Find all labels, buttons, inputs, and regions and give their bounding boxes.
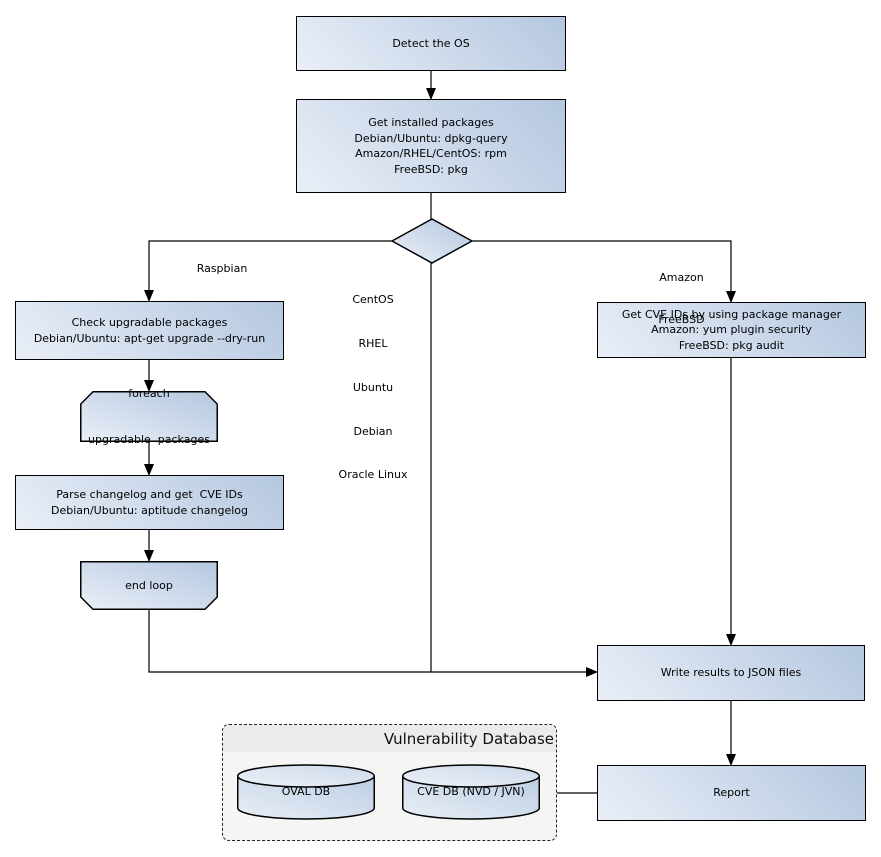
node-get-cve-ids: Get CVE IDs by using package manager Ama… <box>597 302 866 358</box>
node-line: Amazon/RHEL/CentOS: rpm <box>355 147 507 160</box>
node-foreach-loop: foreach upgradable packages <box>80 387 218 446</box>
node-parse-changelog: Parse changelog and get CVE IDs Debian/U… <box>15 475 284 530</box>
edge-endloop-to-write <box>148 610 598 677</box>
node-line: FreeBSD: pkg <box>394 162 468 176</box>
node-detect-os-label: Detect the OS <box>392 36 470 50</box>
node-line: Check upgradable packages <box>71 316 228 329</box>
loop-end-shape <box>80 561 218 610</box>
node-line: Get installed packages <box>368 116 494 129</box>
node-report: Report <box>597 765 866 821</box>
node-line: Amazon: yum plugin security <box>651 323 812 337</box>
node-end-loop: end loop <box>80 561 218 610</box>
edge-label-middle-branch: CentOS RHEL Ubuntu Debian Oracle Linux <box>338 293 408 482</box>
cylinder-oval-db-label: OVAL DB <box>281 785 331 798</box>
node-get-installed-packages: Get installed packages Debian/Ubuntu: dp… <box>296 99 566 193</box>
node-report-label: Report <box>713 786 750 800</box>
node-line: Debian/Ubuntu: aptitude changelog <box>50 503 249 517</box>
database-cylinder-shape <box>237 764 375 820</box>
edge-label-right-branch: Amazon FreeBSD <box>658 271 705 326</box>
node-check-upgradable: Check upgradable packages Debian/Ubuntu:… <box>15 301 284 360</box>
node-write-results-label: Write results to JSON files <box>660 666 802 680</box>
os-decision-diamond <box>391 218 473 264</box>
node-line: FreeBSD: pkg audit <box>678 338 785 352</box>
node-write-results: Write results to JSON files <box>597 645 865 701</box>
node-detect-os: Detect the OS <box>296 16 566 71</box>
node-line: Get CVE IDs by using package manager <box>621 307 842 321</box>
cylinder-oval-db: OVAL DB <box>237 764 375 821</box>
edge-label-raspbian: Raspbian <box>196 262 248 275</box>
database-cylinder-shape <box>402 764 540 820</box>
node-foreach-label: foreach upgradable packages <box>88 386 210 447</box>
node-line: Parse changelog and get CVE IDs <box>56 488 243 501</box>
node-line: Debian/Ubuntu: dpkg-query <box>354 131 508 145</box>
node-end-loop-label: end loop <box>125 578 173 592</box>
cylinder-cve-db: CVE DB (NVD / JVN) <box>402 764 540 821</box>
vulnerability-database-title: Vulnerability Database <box>223 725 556 752</box>
cylinder-cve-db-label: CVE DB (NVD / JVN) <box>417 785 525 798</box>
node-line: Debian/Ubuntu: apt-get upgrade --dry-run <box>33 331 266 345</box>
loop-start-shape <box>80 391 218 442</box>
